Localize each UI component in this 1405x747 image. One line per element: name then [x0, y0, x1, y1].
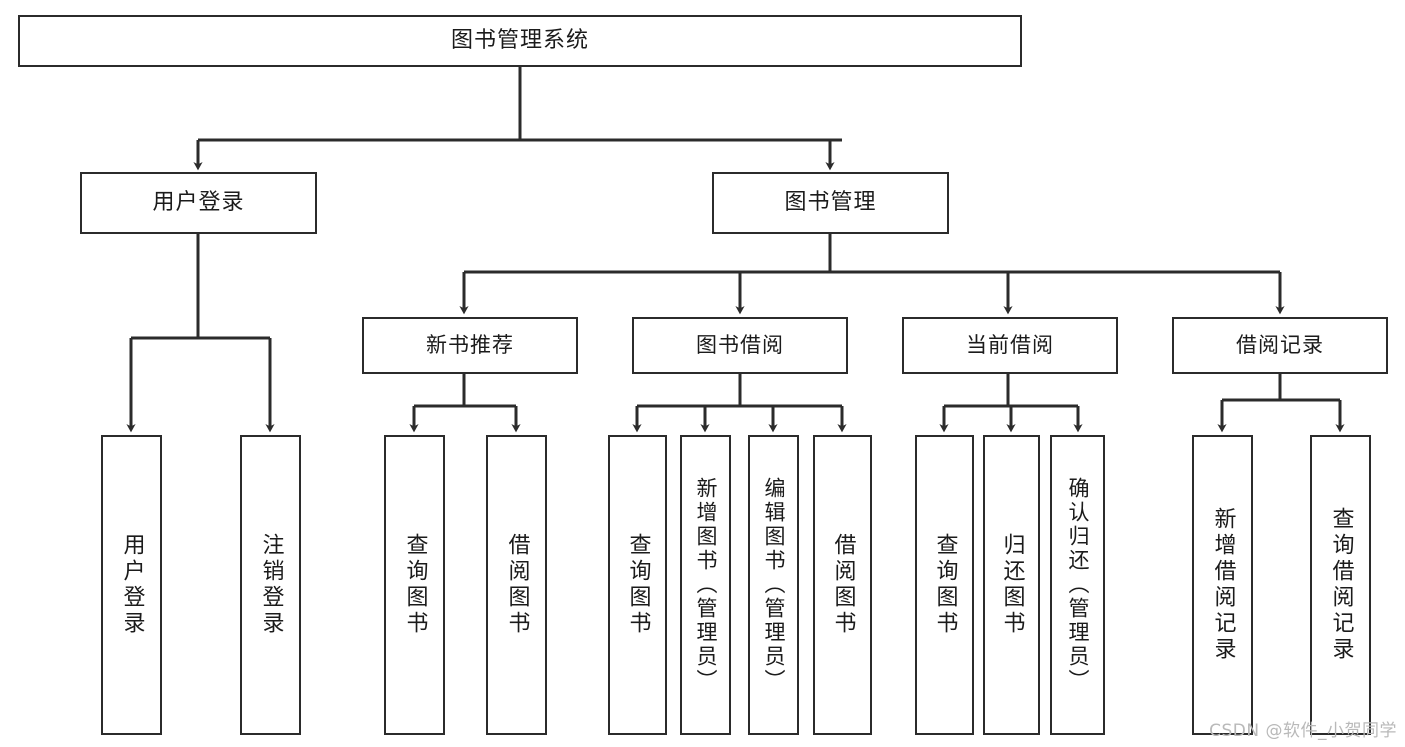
node-book-borrow[interactable]: 图书借阅 — [632, 317, 848, 374]
node-current-borrow-label: 当前借阅 — [966, 333, 1054, 358]
leaf-logout-login-label: 注销登录 — [258, 533, 284, 637]
node-book-borrow-label: 图书借阅 — [696, 333, 784, 358]
leaf-user-login[interactable]: 用户登录 — [101, 435, 162, 735]
leaf-borrow-book-recommend-label: 借阅图书 — [504, 533, 530, 637]
node-book-manage-label: 图书管理 — [784, 190, 877, 216]
csdn-watermark: CSDN @软件_小贺同学 — [1209, 721, 1397, 741]
leaf-logout-login[interactable]: 注销登录 — [240, 435, 301, 735]
leaf-borrow-book-borrow[interactable]: 借阅图书 — [813, 435, 872, 735]
node-new-book-recommend[interactable]: 新书推荐 — [362, 317, 578, 374]
leaf-user-login-label: 用户登录 — [119, 533, 145, 637]
leaf-edit-book-admin[interactable]: 编辑图书（管理员） — [748, 435, 799, 735]
leaf-borrow-book-recommend[interactable]: 借阅图书 — [486, 435, 547, 735]
node-book-manage[interactable]: 图书管理 — [712, 172, 949, 234]
leaf-query-borrow-record-label: 查询借阅记录 — [1328, 507, 1354, 663]
leaf-query-book-borrow-label: 查询图书 — [625, 533, 651, 637]
leaf-add-book-admin[interactable]: 新增图书（管理员） — [680, 435, 731, 735]
leaf-add-borrow-record-label: 新增借阅记录 — [1210, 507, 1236, 663]
node-current-borrow[interactable]: 当前借阅 — [902, 317, 1118, 374]
leaf-return-book-label: 归还图书 — [999, 533, 1025, 637]
leaf-return-book[interactable]: 归还图书 — [983, 435, 1040, 735]
leaf-query-book-current-label: 查询图书 — [932, 533, 958, 637]
leaf-borrow-book-borrow-label: 借阅图书 — [830, 533, 856, 637]
leaf-query-book-recommend-label: 查询图书 — [402, 533, 428, 637]
node-new-book-recommend-label: 新书推荐 — [426, 333, 514, 358]
leaf-query-book-recommend[interactable]: 查询图书 — [384, 435, 445, 735]
node-root-system[interactable]: 图书管理系统 — [18, 15, 1022, 67]
leaf-edit-book-admin-label: 编辑图书（管理员） — [762, 477, 786, 693]
leaf-query-borrow-record[interactable]: 查询借阅记录 — [1310, 435, 1371, 735]
leaf-add-book-admin-label: 新增图书（管理员） — [694, 477, 718, 693]
node-user-login-label: 用户登录 — [152, 190, 245, 216]
node-user-login[interactable]: 用户登录 — [80, 172, 317, 234]
leaf-add-borrow-record[interactable]: 新增借阅记录 — [1192, 435, 1253, 735]
node-borrow-record-label: 借阅记录 — [1236, 333, 1324, 358]
node-root-system-label: 图书管理系统 — [450, 28, 589, 54]
node-borrow-record[interactable]: 借阅记录 — [1172, 317, 1388, 374]
leaf-confirm-return-admin-label: 确认归还（管理员） — [1066, 477, 1090, 693]
leaf-query-book-current[interactable]: 查询图书 — [915, 435, 974, 735]
leaf-query-book-borrow[interactable]: 查询图书 — [608, 435, 667, 735]
leaf-confirm-return-admin[interactable]: 确认归还（管理员） — [1050, 435, 1105, 735]
